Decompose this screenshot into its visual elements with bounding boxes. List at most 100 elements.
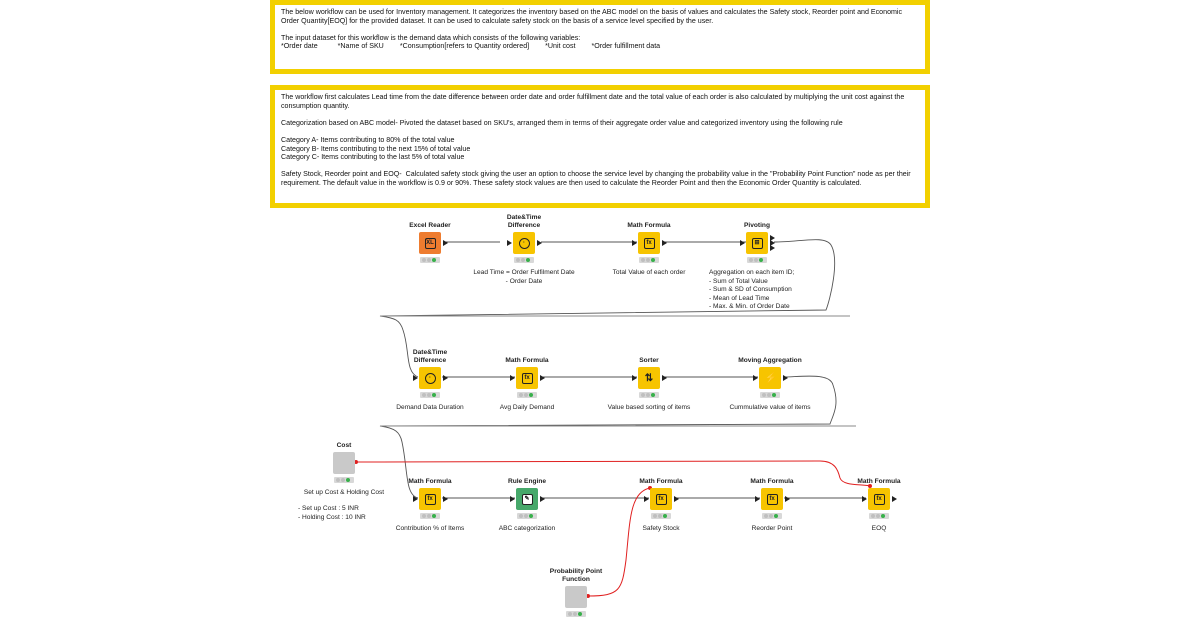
node-annotation: Value based sorting of items bbox=[607, 404, 691, 411]
annotation-middle-cat-c: Category C- Items contributing to the la… bbox=[281, 153, 465, 162]
wire-pivoting-wrap[interactable] bbox=[379, 239, 836, 378]
node-annotation: EOQ bbox=[871, 525, 887, 532]
output-port[interactable] bbox=[537, 240, 542, 246]
status-traffic-light bbox=[517, 513, 537, 519]
status-traffic-light bbox=[762, 513, 782, 519]
formula-icon[interactable]: fx bbox=[516, 367, 538, 389]
input-port[interactable] bbox=[862, 496, 867, 502]
annotation-middle-cat-b: Category B- Items contributing to the ne… bbox=[281, 144, 471, 153]
node-title: Date&Time Difference bbox=[506, 214, 542, 229]
output-port[interactable] bbox=[662, 240, 667, 246]
cost-detail-setup: - Set up Cost : 5 INR bbox=[298, 505, 359, 512]
input-port[interactable] bbox=[510, 375, 515, 381]
output-port[interactable] bbox=[770, 245, 775, 251]
formula-icon[interactable]: fx bbox=[761, 488, 783, 510]
input-port[interactable] bbox=[753, 375, 758, 381]
output-port[interactable] bbox=[674, 496, 679, 502]
node-title: Math Formula bbox=[408, 478, 452, 485]
input-port[interactable] bbox=[507, 240, 512, 246]
node-title: Date&Time Difference bbox=[412, 349, 448, 364]
formula-icon[interactable]: fx bbox=[638, 232, 660, 254]
status-traffic-light bbox=[639, 392, 659, 398]
output-port[interactable] bbox=[662, 375, 667, 381]
input-port[interactable] bbox=[632, 375, 637, 381]
node-annotation: Aggregation on each item ID; - Sum of To… bbox=[709, 269, 795, 311]
status-traffic-light bbox=[514, 257, 534, 263]
var-order-date: *Order date bbox=[281, 42, 318, 51]
node-annotation: Cummulative value of items bbox=[729, 404, 811, 411]
status-traffic-light bbox=[334, 477, 354, 483]
node-annotation: Contribution % of Items bbox=[395, 525, 465, 532]
rule-engine-icon[interactable]: ✎ bbox=[516, 488, 538, 510]
annotation-top-vars: *Order date *Name of SKU *Consumption[refe… bbox=[281, 42, 919, 51]
input-port[interactable] bbox=[644, 496, 649, 502]
node-title: Math Formula bbox=[627, 222, 671, 229]
cost-detail-holding: - Holding Cost : 10 INR bbox=[298, 514, 366, 521]
annotation-middle-p4: Safety Stock, Reorder point and EOQ- Cal… bbox=[281, 170, 913, 187]
pivot-icon[interactable]: ⊞ bbox=[746, 232, 768, 254]
status-traffic-light bbox=[651, 513, 671, 519]
node-title: Excel Reader bbox=[409, 222, 451, 229]
node-title: Math Formula bbox=[505, 357, 549, 364]
clock-icon[interactable]: · bbox=[513, 232, 535, 254]
input-port[interactable] bbox=[755, 496, 760, 502]
node-annotation: Total Value of each order bbox=[612, 269, 686, 276]
formula-icon[interactable]: fx bbox=[868, 488, 890, 510]
output-port[interactable] bbox=[783, 375, 788, 381]
output-port[interactable] bbox=[540, 375, 545, 381]
output-port[interactable] bbox=[443, 240, 448, 246]
status-traffic-light bbox=[760, 392, 780, 398]
status-traffic-light bbox=[420, 392, 440, 398]
input-port[interactable] bbox=[632, 240, 637, 246]
status-traffic-light bbox=[420, 513, 440, 519]
node-annotation: Safety Stock bbox=[642, 525, 680, 532]
excel-reader-icon[interactable]: XL bbox=[419, 232, 441, 254]
annotation-top: The below workflow can be used for Inven… bbox=[270, 0, 930, 74]
status-traffic-light bbox=[747, 257, 767, 263]
input-port[interactable] bbox=[740, 240, 745, 246]
annotation-top-p2: The input dataset for this workflow is t… bbox=[281, 33, 581, 42]
formula-icon[interactable]: fx bbox=[419, 488, 441, 510]
aggregation-icon[interactable]: ⚡ bbox=[759, 367, 781, 389]
output-port[interactable] bbox=[540, 496, 545, 502]
status-traffic-light bbox=[517, 392, 537, 398]
annotation-middle-p2: Categorization based on ABC model- Pivot… bbox=[281, 118, 843, 127]
node-title: Moving Aggregation bbox=[738, 357, 802, 364]
node-title: Math Formula bbox=[750, 478, 794, 485]
node-title: Math Formula bbox=[639, 478, 683, 485]
metanode-icon[interactable] bbox=[333, 452, 355, 474]
output-port[interactable] bbox=[770, 240, 775, 246]
status-traffic-light bbox=[420, 257, 440, 263]
input-port[interactable] bbox=[510, 496, 515, 502]
annotation-middle-cat-a: Category A- Items contributing to 80% of… bbox=[281, 135, 455, 144]
wire-cost-variable[interactable] bbox=[355, 460, 871, 487]
output-port[interactable] bbox=[892, 496, 897, 502]
input-port[interactable] bbox=[413, 496, 418, 502]
node-annotation: Lead Time = Order Fulfilment Date - Orde… bbox=[473, 269, 575, 285]
annotation-middle: The workflow first calculates Lead time … bbox=[270, 85, 930, 208]
formula-icon[interactable]: fx bbox=[650, 488, 672, 510]
metanode-icon[interactable] bbox=[565, 586, 587, 608]
node-annotation: Set up Cost & Holding Cost bbox=[303, 489, 385, 496]
var-sku: *Name of SKU bbox=[337, 42, 384, 51]
output-port[interactable] bbox=[770, 235, 775, 241]
node-title: Probability Point Function bbox=[549, 568, 603, 583]
var-consumption: *Consumption[refers to Quantity ordered] bbox=[399, 42, 530, 51]
output-port[interactable] bbox=[443, 496, 448, 502]
node-annotation: ABC categorization bbox=[498, 525, 556, 532]
output-port[interactable] bbox=[443, 375, 448, 381]
input-port[interactable] bbox=[413, 375, 418, 381]
node-title: Cost bbox=[336, 442, 352, 449]
var-unit-cost: *Unit cost bbox=[545, 42, 576, 51]
clock-icon[interactable]: · bbox=[419, 367, 441, 389]
node-title: Pivoting bbox=[743, 222, 770, 229]
sort-arrows-icon[interactable]: ⇅ bbox=[638, 367, 660, 389]
var-fulfillment: *Order fulfillment data bbox=[591, 42, 661, 51]
output-port[interactable] bbox=[785, 496, 790, 502]
node-annotation: Demand Data Duration bbox=[396, 404, 464, 411]
annotation-top-p1: The below workflow can be used for Inven… bbox=[281, 8, 905, 25]
node-annotation: Avg Daily Demand bbox=[499, 404, 555, 411]
node-title: Rule Engine bbox=[507, 478, 547, 485]
wire-ppf-variable[interactable] bbox=[587, 487, 651, 597]
